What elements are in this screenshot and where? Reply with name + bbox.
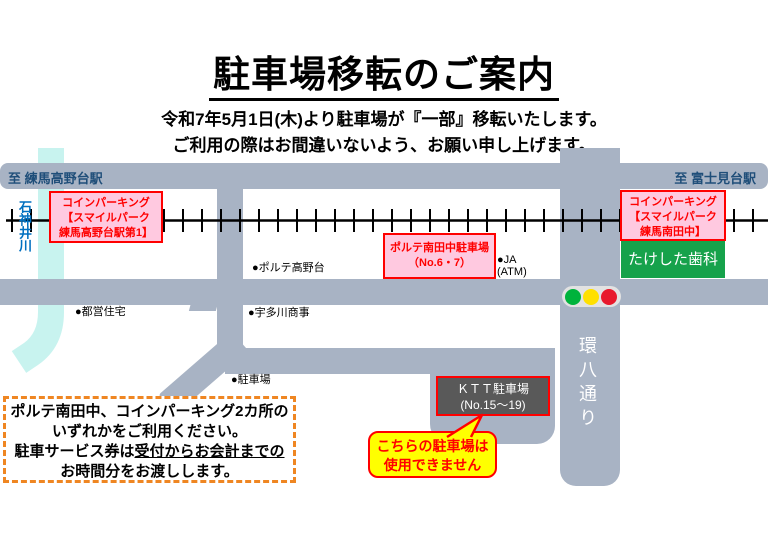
direction-label-fujimidai: 至 富士見台駅 <box>674 171 756 186</box>
traffic-light-red-icon <box>601 288 617 305</box>
unavailable-parking-callout: こちらの駐車場は 使用できません <box>368 431 497 478</box>
porte-minamitanaka-line1: ポルテ南田中駐車場 <box>390 242 489 254</box>
callout-line2: 使用できません <box>383 457 482 473</box>
notice-subtitle-line1: 令和7年5月1日(木)より駐車場が『一部』移転いたします。 <box>161 110 607 129</box>
parking-box-porte-minamitanaka: ポルテ南田中駐車場 （No.6・7） <box>383 233 496 279</box>
usage-notice-line2: いずれかをご利用ください。 <box>51 423 247 440</box>
smilepark-minamitanaka-line1: コインパーキング <box>629 196 717 208</box>
road-kanpachi-dori <box>560 148 620 486</box>
smilepark-takanodai-line2: 【スマイルパーク <box>62 212 150 224</box>
landmark-ja-line1: ●JA <box>497 254 517 266</box>
usage-notice-box: ポルテ南田中、コインパーキング2カ所の いずれかをご利用ください。 駐車サービス… <box>3 396 296 483</box>
smilepark-minamitanaka-line2: 【スマイルパーク <box>629 211 717 223</box>
ktt-line2: (No.15～19) <box>460 398 526 412</box>
usage-notice-line3-pre: 駐車サービス券は <box>14 443 135 460</box>
kanpachi-label: 環八通り <box>577 336 597 432</box>
landmark-ja-line2: (ATM) <box>497 266 527 278</box>
road-branch-to-parking <box>225 348 461 374</box>
page-title: 駐車場移転のご案内 <box>0 44 768 101</box>
road-middle-horizontal <box>0 279 768 305</box>
callout-line1: こちらの駐車場は <box>376 438 489 454</box>
notice-subtitle-line2: ご利用の際はお間違いないよう、お願い申し上げます。 <box>172 136 596 155</box>
smilepark-takanodai-line3: 練馬高野台駅第1】 <box>58 227 154 239</box>
map-area <box>0 145 768 543</box>
usage-notice-line1: ポルテ南田中、コインパーキング2カ所の <box>10 403 289 420</box>
road-top-horizontal <box>0 163 768 189</box>
landmark-porte-takanodai: ●ポルテ高野台 <box>252 262 325 274</box>
landmark-parking: ●駐車場 <box>231 374 271 386</box>
parking-box-smilepark-minamitanaka: コインパーキング 【スマイルパーク 練馬南田中】 <box>620 190 726 241</box>
shakujii-river <box>11 148 64 373</box>
landmark-toei-housing: ●都営住宅 <box>75 306 126 318</box>
landmark-ja-atm: ●JA (ATM) <box>497 254 527 278</box>
smilepark-minamitanaka-line3: 練馬南田中】 <box>640 226 706 238</box>
porte-minamitanaka-line2: （No.6・7） <box>408 257 471 269</box>
usage-notice-line3-underlined: 受付からお会計までの <box>134 443 285 460</box>
page-title-text: 駐車場移転のご案内 <box>209 54 559 101</box>
usage-notice-line4: お時間分をお渡しします。 <box>60 463 239 480</box>
landmark-udagawa-shoji: ●宇多川商事 <box>248 307 310 319</box>
traffic-light <box>562 286 621 307</box>
road-vertical-left <box>217 163 243 362</box>
parking-box-ktt: ＫＴＴ駐車場 (No.15～19) <box>436 376 550 416</box>
parking-box-smilepark-takanodai: コインパーキング 【スマイルパーク 練馬高野台駅第1】 <box>49 191 163 243</box>
traffic-light-green-icon <box>565 288 581 305</box>
takeshita-dental-clinic-box: たけした歯科 <box>621 241 725 278</box>
river-label: 石神井川 <box>17 200 32 252</box>
traffic-light-yellow-icon <box>583 288 599 305</box>
ktt-line1: ＫＴＴ駐車場 <box>456 382 529 396</box>
smilepark-takanodai-line1: コインパーキング <box>62 197 150 209</box>
direction-label-nerima-takanodai: 至 練馬高野台駅 <box>8 171 103 186</box>
